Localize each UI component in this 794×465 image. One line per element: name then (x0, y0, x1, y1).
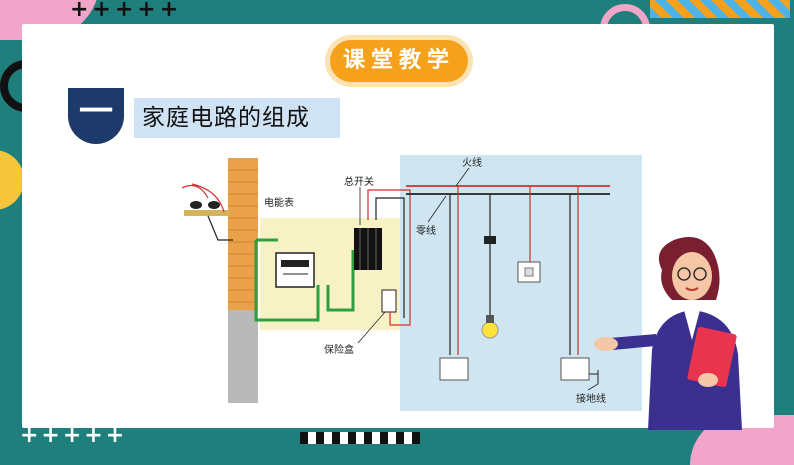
socket-left (439, 357, 469, 381)
label-fire-wire: 火线 (462, 156, 482, 169)
plus-pattern-bottom-left: +++++ (20, 423, 128, 448)
household-circuit-diagram: 火线 零线 总开关 电能表 保险盒 接地线 (181, 155, 642, 411)
yellow-blob-left (0, 150, 24, 210)
label-meter: 电能表 (264, 196, 294, 209)
section-title: 家庭电路的组成 (134, 98, 340, 138)
socket-right (560, 357, 590, 381)
fuse-box (381, 289, 397, 313)
teacher-illustration (594, 237, 742, 430)
label-neutral-wire: 零线 (416, 224, 436, 237)
lesson-badge: 课堂教学 (330, 40, 468, 82)
label-ground-wire: 接地线 (576, 392, 606, 405)
electric-meter (275, 252, 315, 288)
lamp-holder (484, 236, 496, 244)
section-number-badge: 一 (68, 88, 124, 144)
stripe-bottom (300, 432, 420, 444)
light-bulb (481, 321, 499, 339)
plus-pattern-top: +++++ (70, 0, 183, 22)
label-main-switch: 总开关 (344, 175, 374, 188)
outdoor-bracket (184, 210, 230, 216)
label-fuse-box: 保险盒 (324, 343, 354, 356)
red-folder (687, 326, 737, 388)
zigzag-top-right (650, 0, 790, 18)
